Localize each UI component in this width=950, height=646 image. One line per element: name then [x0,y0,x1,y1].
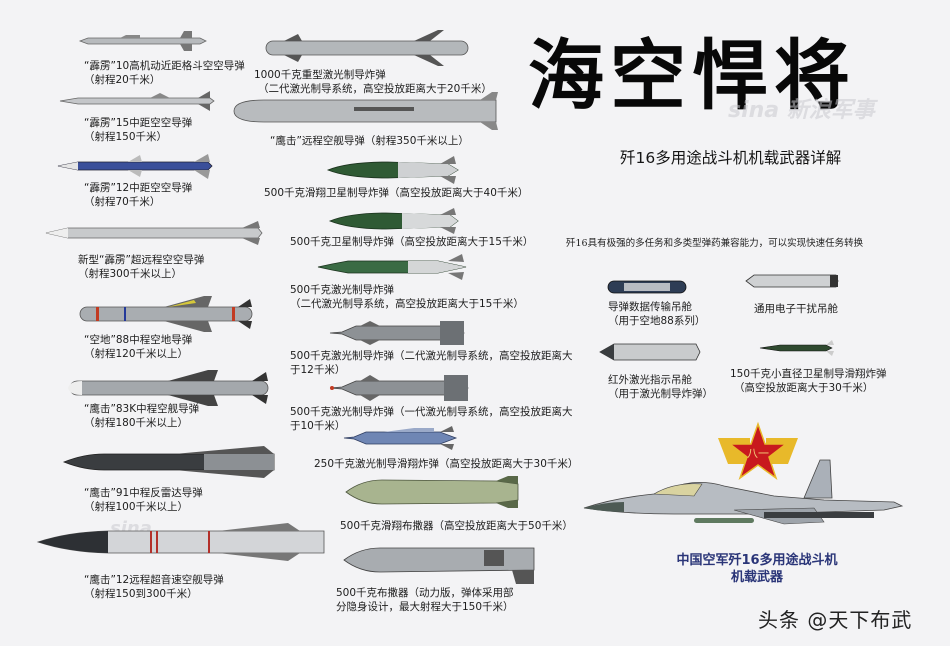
powered-dispenser-500kg-illustration [343,547,535,584]
data-link-pod-label: 导弹数据传输吊舱（用于空地88系列） [608,301,706,327]
yj91-label: “鹰击”91中程反雷达导弹（射程100千米以上） [84,487,203,513]
glide-lgb-250kg-label: 250千克激光制导滑翔炸弹（高空投放距离大于30千米） [314,458,579,470]
yj-long-range-label: “鹰击”远程空舰导弹（射程350千米以上） [270,135,469,147]
ir-laser-targeting-pod-illustration [599,343,701,361]
kd88-label: “空地”88中程空地导弹（射程120千米以上） [84,334,193,360]
plaaf-emblem-icon: 八一 [718,421,798,480]
lgb-500kg-gen2-a-label: 500千克激光制导炸弹（二代激光制导系统，高空投放距离大于15千米） [290,284,524,310]
poster-description: 歼16具有极强的多任务和多类型弹药兼容能力，可以实现快速任务转换 [566,238,864,249]
lgb-1000kg-illustration [265,30,469,66]
pl10-missile-illustration [78,31,207,51]
pl10-label: “霹雳”10高机动近距格斗空空导弹（射程20千米） [84,60,245,86]
poster-subtitle: 歼16多用途战斗机机载武器详解 [620,149,842,167]
lgb-500kg-gen2-b-label: 500千克激光制导炸弹（二代激光制导系统，高空投放距离大于12千米） [290,350,573,376]
ecm-pod-label: 通用电子干扰吊舱 [754,303,838,315]
emblem-text: 八一 [747,447,769,460]
sdb-150kg-illustration [759,340,834,356]
glide-lgb-250kg-illustration [343,426,458,450]
yj83k-missile-illustration [68,370,269,406]
pl12-missile-illustration [57,154,213,179]
yj-long-range-missile-illustration [233,92,498,130]
yj83k-label: “鹰击”83K中程空舰导弹（射程180千米以上） [84,403,200,429]
lgb-500kg-gen2-b-illustration [329,321,465,345]
aircraft-caption: 中国空军歼16多用途战斗机 机载武器 [676,553,838,585]
glide-sgb-500kg-label: 500千克滑翔卫星制导炸弹（高空投放距离大于40千米） [264,187,529,199]
glide-dispenser-500kg-illustration [345,476,519,508]
pl-ultra-long-range-missile-illustration [45,221,263,245]
pl15-label: “霹雳”15中距空空导弹（射程150千米） [84,117,193,143]
pl12-label: “霹雳”12中距空空导弹（射程70千米） [84,182,193,208]
glide-dispenser-500kg-label: 500千克滑翔布撒器（高空投放距离大于50千米） [340,520,573,532]
pl15-missile-illustration [59,91,215,111]
ecm-pod-illustration [745,274,839,288]
kd88-missile-illustration [79,296,253,332]
data-link-pod-illustration [607,280,687,294]
glide-sgb-500kg-illustration [326,156,459,184]
ir-laser-targeting-pod-label: 红外激光指示吊舱（用于激光制导炸弹） [608,374,713,400]
poster-title: 海空悍将 [528,31,856,120]
sgb-500kg-label: 500千克卫星制导炸弹（高空投放距离大于15千米） [290,236,534,248]
sdb-150kg-label: 150千克小直径卫星制导滑翔炸弹（高空投放距离大于30千米） [730,368,887,394]
sgb-500kg-illustration [328,208,459,234]
pl-ultra-long-range-label: 新型“霹雳”超远程空空导弹（射程300千米以上） [78,254,205,280]
yj91-missile-illustration [62,446,275,478]
lgb-500kg-gen2-a-illustration [317,254,467,280]
lgb-500kg-gen1-illustration [329,375,469,401]
lgb-500kg-gen1-label: 500千克激光制导炸弹（一代激光制导系统，高空投放距离大于10千米） [290,406,573,432]
powered-dispenser-500kg-label: 500千克布撒器（动力版，弹体采用部分隐身设计，最大射程大于150千米） [336,587,514,613]
sina-watermark: sina 新浪军事 [728,98,875,123]
lgb-1000kg-label: 1000千克重型激光制导炸弹（二代激光制导系统，高空投放距离大于20千米） [254,69,492,95]
j16-aircraft-illustration [583,459,904,525]
yj12-missile-illustration [36,523,325,561]
yj12-label: “鹰击”12远程超音速空舰导弹（射程150到300千米） [84,574,224,600]
toutiao-watermark: 头条 @天下布武 [758,608,913,632]
